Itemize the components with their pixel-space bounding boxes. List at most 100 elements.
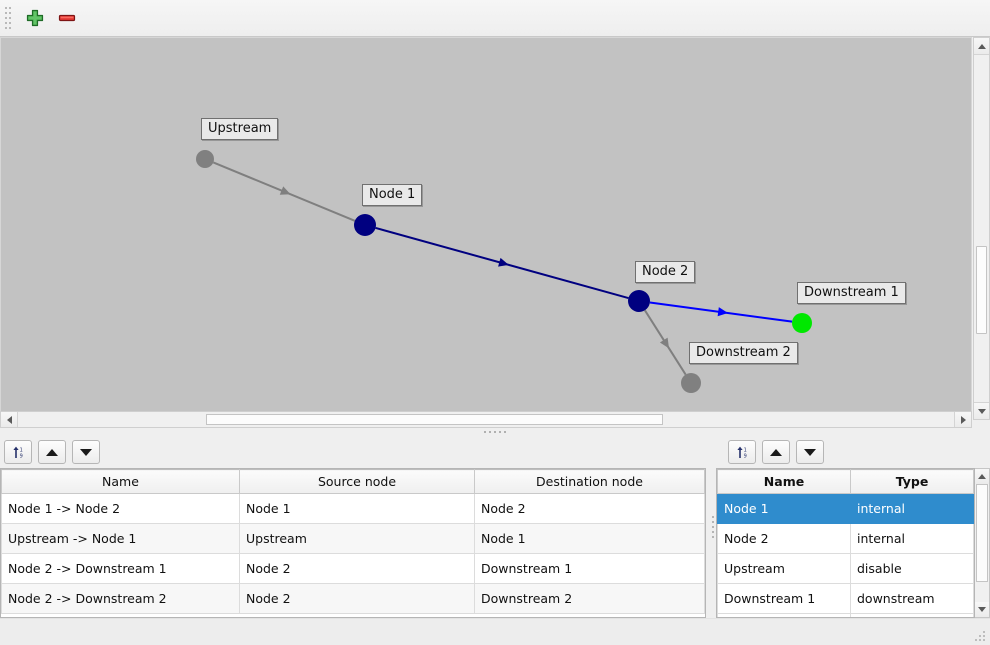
edge-arrowhead	[279, 186, 291, 195]
triangle-up-icon	[770, 448, 782, 456]
svg-text:1: 1	[743, 447, 746, 453]
scroll-right-button[interactable]	[954, 412, 971, 427]
window-resize-grip[interactable]	[975, 631, 987, 643]
edges-panel: 1 9 Name Source node	[0, 436, 710, 618]
node-type[interactable]	[850, 613, 974, 617]
node-type[interactable]: downstream	[850, 583, 974, 614]
nodes-column-type[interactable]: Type	[850, 469, 974, 494]
toolbar-drag-handle[interactable]	[3, 6, 13, 30]
edge-destination[interactable]: Node 1	[474, 523, 705, 554]
node-type[interactable]: internal	[850, 523, 974, 554]
nodes-table-header-row: Name Type	[717, 469, 974, 494]
nodes-column-name[interactable]: Name	[717, 469, 851, 494]
edges-column-destination[interactable]: Destination node	[474, 469, 705, 494]
graph-node[interactable]	[196, 150, 214, 168]
edges-table: Name Source node Destination node Node 1…	[1, 469, 705, 614]
triangle-up-icon	[977, 43, 986, 49]
node-label[interactable]: Downstream 1	[797, 282, 906, 304]
edge-destination[interactable]: Node 2	[474, 493, 705, 524]
nodes-scroll-thumb[interactable]	[976, 484, 988, 582]
nodes-move-down-button[interactable]	[796, 440, 824, 464]
horizontal-splitter[interactable]	[710, 436, 716, 618]
edge-destination[interactable]: Downstream 1	[474, 553, 705, 584]
node-name[interactable]: Downstream 1	[717, 583, 851, 614]
graph-node[interactable]	[354, 214, 376, 236]
node-name[interactable]: Node 2	[717, 523, 851, 554]
triangle-up-icon	[46, 448, 58, 456]
node-label[interactable]: Node 2	[635, 261, 696, 283]
add-button[interactable]	[19, 4, 51, 32]
nodes-scroll-down-button[interactable]	[975, 602, 989, 617]
node-label[interactable]: Upstream	[201, 118, 279, 140]
node-type[interactable]: internal	[850, 493, 974, 524]
svg-text:9: 9	[19, 453, 22, 459]
edge-name[interactable]: Node 2 -> Downstream 1	[1, 553, 240, 584]
canvas-vertical-scrollbar[interactable]	[973, 37, 990, 420]
horizontal-scroll-thumb[interactable]	[206, 414, 663, 425]
edges-column-source[interactable]: Source node	[239, 469, 475, 494]
edge-source[interactable]: Node 2	[239, 583, 475, 614]
nodes-toolbar: 1 9	[716, 436, 990, 468]
graph-node[interactable]	[628, 290, 650, 312]
nodes-panel: 1 9 Name	[716, 436, 990, 618]
status-bar	[0, 618, 990, 645]
scroll-left-button[interactable]	[1, 412, 18, 427]
nodes-sort-button[interactable]: 1 9	[728, 440, 756, 464]
tables-region: 1 9 Name Source node	[0, 436, 990, 618]
edge-destination[interactable]: Downstream 2	[474, 583, 705, 614]
main-toolbar	[0, 0, 990, 37]
edges-sort-button[interactable]: 1 9	[4, 440, 32, 464]
edge-arrowhead	[717, 307, 728, 317]
node-label[interactable]: Node 1	[362, 184, 423, 206]
scroll-down-button[interactable]	[974, 402, 989, 419]
triangle-right-icon	[960, 415, 966, 424]
edge-name[interactable]: Node 2 -> Downstream 2	[1, 583, 240, 614]
table-row[interactable]	[717, 613, 974, 617]
graph-node[interactable]	[792, 313, 812, 333]
minus-icon	[58, 14, 76, 22]
scroll-up-button[interactable]	[974, 38, 989, 55]
edges-move-up-button[interactable]	[38, 440, 66, 464]
svg-text:1: 1	[19, 447, 22, 453]
nodes-scroll-up-button[interactable]	[975, 469, 989, 484]
graph-node[interactable]	[681, 373, 701, 393]
edges-column-name[interactable]: Name	[1, 469, 240, 494]
svg-text:9: 9	[743, 453, 746, 459]
nodes-vertical-scrollbar[interactable]	[975, 468, 990, 618]
edges-table-container[interactable]: Name Source node Destination node Node 1…	[0, 468, 706, 618]
edge-source[interactable]: Upstream	[239, 523, 475, 554]
edges-move-down-button[interactable]	[72, 440, 100, 464]
canvas-horizontal-scrollbar[interactable]	[0, 411, 972, 428]
node-name[interactable]: Node 1	[717, 493, 851, 524]
edge-name[interactable]: Upstream -> Node 1	[1, 523, 240, 554]
vertical-scroll-thumb[interactable]	[976, 246, 987, 334]
plus-icon	[26, 9, 44, 27]
remove-button[interactable]	[51, 4, 83, 32]
node-label[interactable]: Downstream 2	[689, 342, 798, 364]
vertical-splitter[interactable]	[0, 428, 990, 436]
edge-source[interactable]: Node 1	[239, 493, 475, 524]
triangle-down-icon	[977, 408, 986, 414]
triangle-up-icon	[978, 474, 986, 479]
edge-source[interactable]: Node 2	[239, 553, 475, 584]
edge-name[interactable]: Node 1 -> Node 2	[1, 493, 240, 524]
nodes-move-up-button[interactable]	[762, 440, 790, 464]
triangle-down-icon	[978, 607, 986, 612]
edge-arrowhead	[659, 337, 670, 349]
node-name[interactable]: Upstream	[717, 553, 851, 584]
node-type[interactable]: disable	[850, 553, 974, 584]
